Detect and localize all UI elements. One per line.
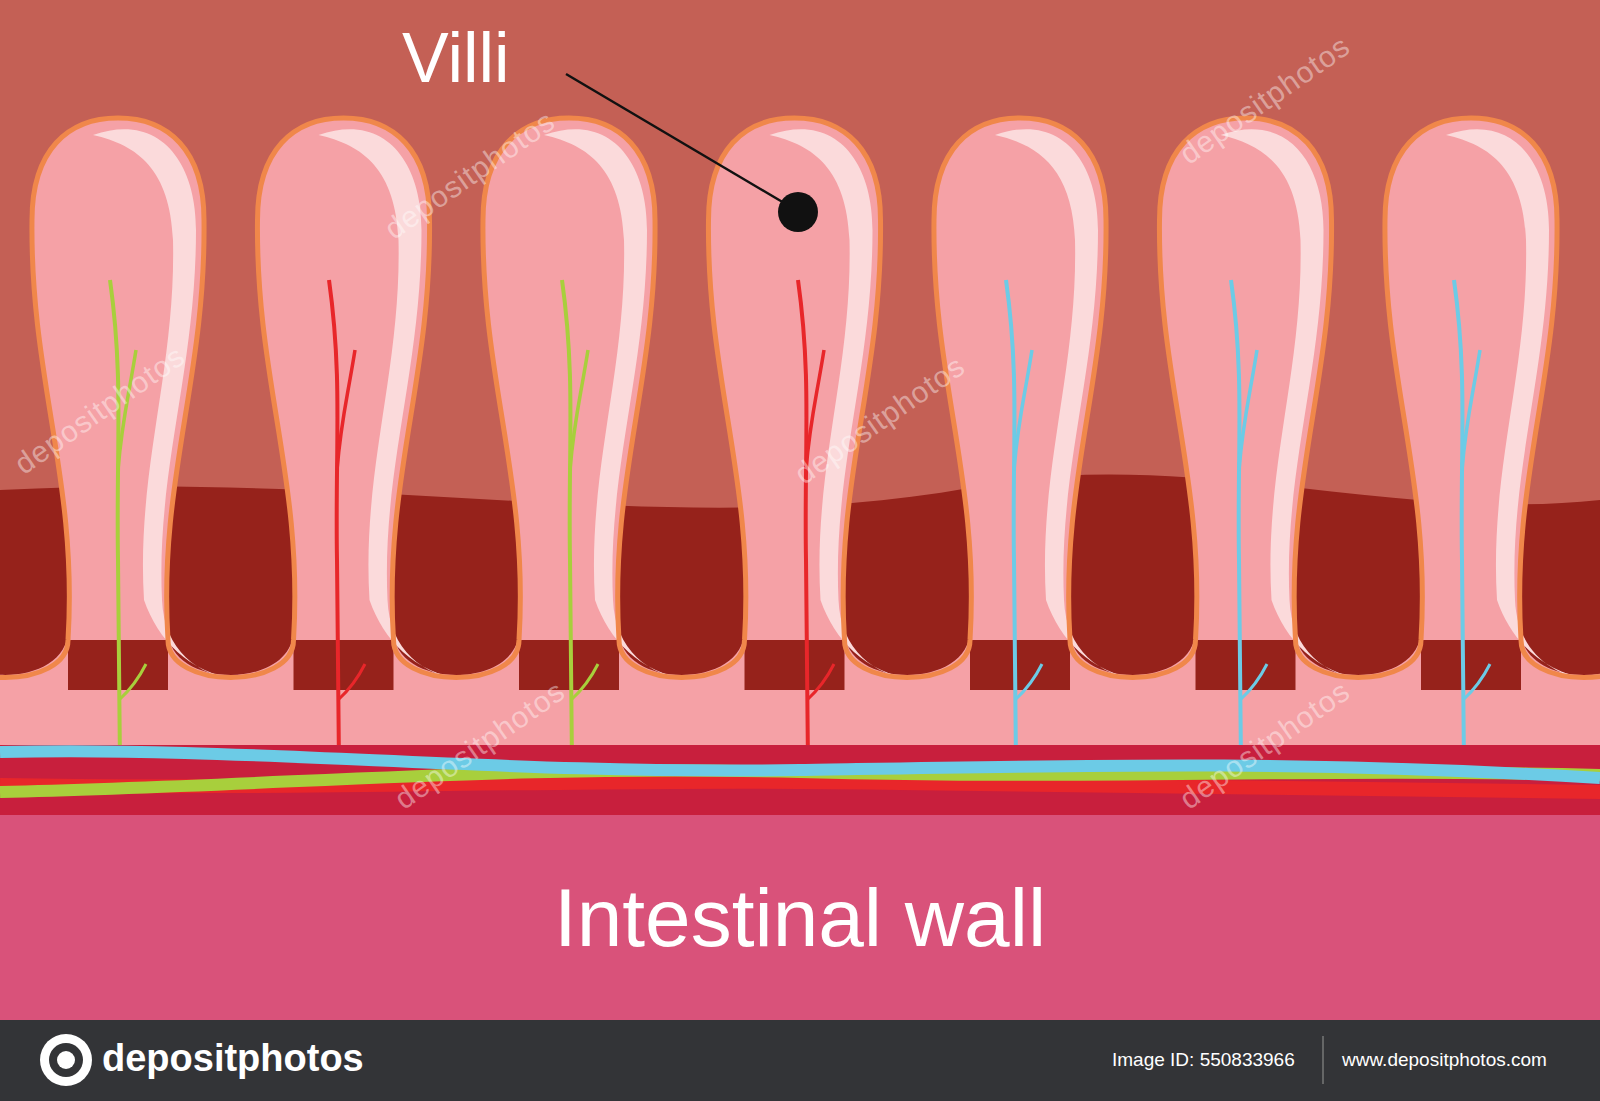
region-label: Intestinal wall — [554, 871, 1046, 965]
site-url: www.depositphotos.com — [1342, 1049, 1547, 1071]
brand-name: depositphotos — [102, 1037, 364, 1080]
footer-bar: depositphotos Image ID: 550833966 www.depo… — [0, 1020, 1600, 1101]
image-id: Image ID: 550833966 — [1112, 1049, 1295, 1071]
intestinal-wall-band: Intestinal wall — [0, 815, 1600, 1021]
callout-label: Villi — [402, 18, 510, 98]
